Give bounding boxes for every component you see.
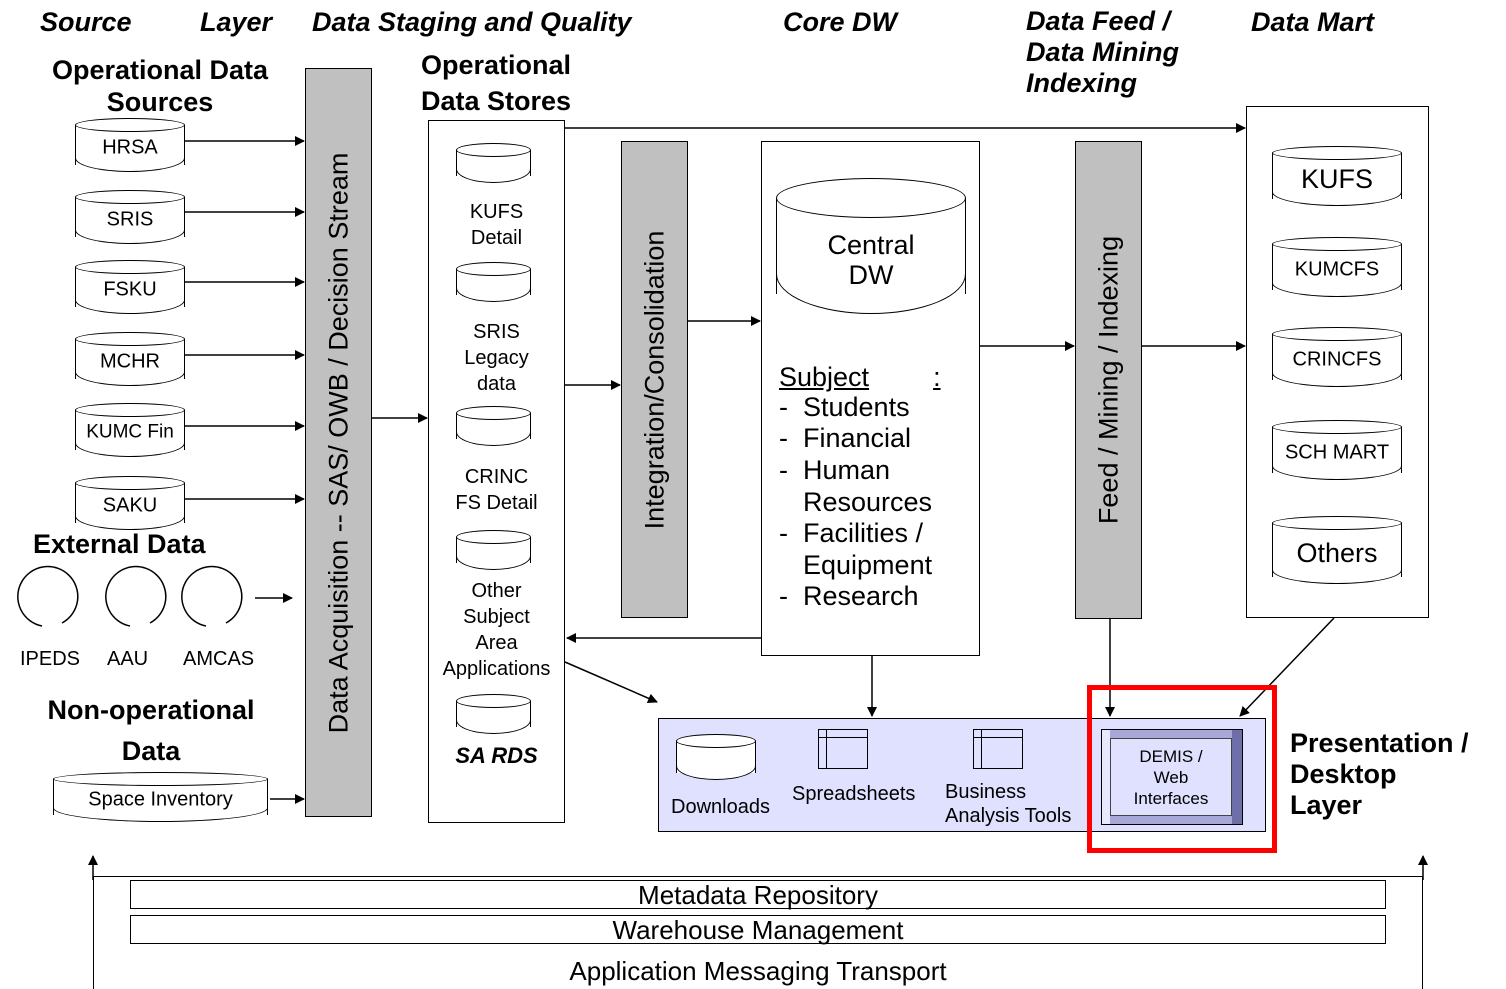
space-inventory: Space Inventory (53, 772, 268, 822)
header-staging: Data Staging and Quality (312, 7, 632, 37)
mart-label: Others (1296, 538, 1378, 569)
subject-text: Financial (803, 423, 912, 453)
mart-others: Others (1272, 516, 1402, 584)
demis-button[interactable]: DEMIS / Web Interfaces (1101, 729, 1243, 825)
arrow (564, 661, 658, 703)
mart-label: CRINCFS (1292, 348, 1382, 371)
ods-cylinder (456, 406, 531, 446)
ods-cylinder (456, 143, 531, 183)
ods-sris-legacy: SRIS Legacy data (464, 321, 529, 395)
source-saku: SAKU (75, 476, 185, 530)
business-tools-icon (973, 729, 1023, 769)
downloads-label: Downloads (671, 796, 770, 818)
highlight-box (1087, 685, 1277, 853)
subject-text: Students (803, 392, 910, 422)
ods-kufs-detail: KUFS Detail (469, 201, 524, 249)
subject-list-item: - Facilities / Equipment (779, 518, 933, 580)
source-label: SRIS (106, 208, 154, 231)
central-dw-cylinder (776, 178, 966, 314)
source-sris: SRIS (75, 190, 185, 244)
spreadsheet-icon (818, 729, 868, 769)
external-ipeds: IPEDS (20, 648, 81, 670)
subject-text: Research (803, 581, 919, 611)
source-hrsa: HRSA (75, 118, 185, 172)
ods-cylinder (456, 694, 531, 734)
space-inventory-label: Space Inventory (88, 788, 233, 811)
subject-text: Human Resources (803, 455, 933, 517)
external-amcas: AMCAS (183, 648, 255, 670)
subject-colon: : (933, 362, 941, 392)
messaging-transport-bar: Application Messaging Transport (130, 957, 1386, 987)
mart-label: KUMCFS (1294, 258, 1380, 281)
mart-kufs: KUFS (1272, 146, 1402, 206)
presentation-layer-label: Presentation / Desktop Layer (1290, 728, 1469, 820)
data-acquisition-bar: Data Acquisition -- SAS/ OWB / Decision … (305, 68, 372, 817)
header-data-mart: Data Mart (1251, 7, 1375, 37)
mart-sch-mart: SCH MART (1272, 420, 1402, 480)
integration-label: Integration/Consolidation (639, 230, 669, 529)
data-acquisition-label: Data Acquisition -- SAS/ OWB / Decision … (323, 152, 353, 733)
subject-text: Facilities / Equipment (803, 518, 933, 580)
ods-other-subject: Other Subject Area Applications (442, 580, 551, 680)
feed-bar: Feed / Mining / Indexing (1075, 141, 1142, 619)
source-label: SAKU (102, 494, 158, 517)
mart-label: SCH MART (1284, 441, 1390, 464)
ods-title: Operational Data Stores (421, 50, 572, 116)
ods-sa-rds: SA RDS (455, 743, 538, 768)
source-label: FSKU (103, 278, 157, 301)
nonoperational-title: Non-operational Data (47, 695, 255, 766)
subject-list-item: - Financial (779, 423, 912, 453)
header-layer: Layer (200, 7, 273, 37)
ods-cylinder (456, 262, 531, 302)
amcas-circle (181, 565, 243, 627)
source-label: MCHR (100, 350, 160, 373)
subject-heading-text: Subject (779, 362, 870, 392)
metadata-repository-bar: Metadata Repository (130, 880, 1386, 910)
subject-list-item: - Human Resources (779, 455, 933, 517)
header-data-feed: Data Feed / Data Mining Indexing (1026, 6, 1179, 98)
warehouse-label: Warehouse Management (612, 915, 904, 945)
business-tools-label: Business Analysis Tools (945, 781, 1072, 827)
source-fsku: FSKU (75, 260, 185, 314)
bottom-frame (93, 876, 1423, 989)
mart-kumcfs: KUMCFS (1272, 237, 1402, 297)
external-aau: AAU (107, 648, 149, 670)
warehouse-management-bar: Warehouse Management (130, 915, 1386, 945)
subject-heading: Subject: (779, 362, 941, 394)
downloads-cylinder (676, 734, 756, 780)
source-label: HRSA (102, 136, 158, 159)
mart-crincfs: CRINCFS (1272, 327, 1402, 387)
subject-list-item: - Research (779, 581, 919, 611)
ods-cylinder (456, 530, 531, 570)
demis-label: DEMIS / Web Interfaces (1133, 747, 1209, 808)
spreadsheets-label: Spreadsheets (792, 783, 916, 805)
integration-bar: Integration/Consolidation (621, 141, 688, 618)
ods-crinc-fs-detail: CRINC FS Detail (455, 466, 538, 514)
source-kumc-fin: KUMC Fin (75, 403, 185, 457)
header-core-dw: Core DW (783, 7, 897, 37)
external-data-title: External Data (33, 529, 206, 559)
source-mchr: MCHR (75, 332, 185, 386)
feed-label: Feed / Mining / Indexing (1093, 235, 1123, 525)
aau-circle (105, 565, 167, 627)
source-label: KUMC Fin (86, 421, 174, 443)
header-source: Source (40, 7, 132, 37)
subject-list-item: - Students (779, 392, 910, 422)
messaging-label: Application Messaging Transport (569, 956, 947, 986)
mart-label: KUFS (1300, 164, 1373, 195)
central-dw-label: Central DW (827, 230, 915, 290)
metadata-label: Metadata Repository (638, 880, 878, 910)
ipeds-circle (17, 565, 79, 627)
operational-sources-title: Operational Data Sources (51, 55, 269, 117)
